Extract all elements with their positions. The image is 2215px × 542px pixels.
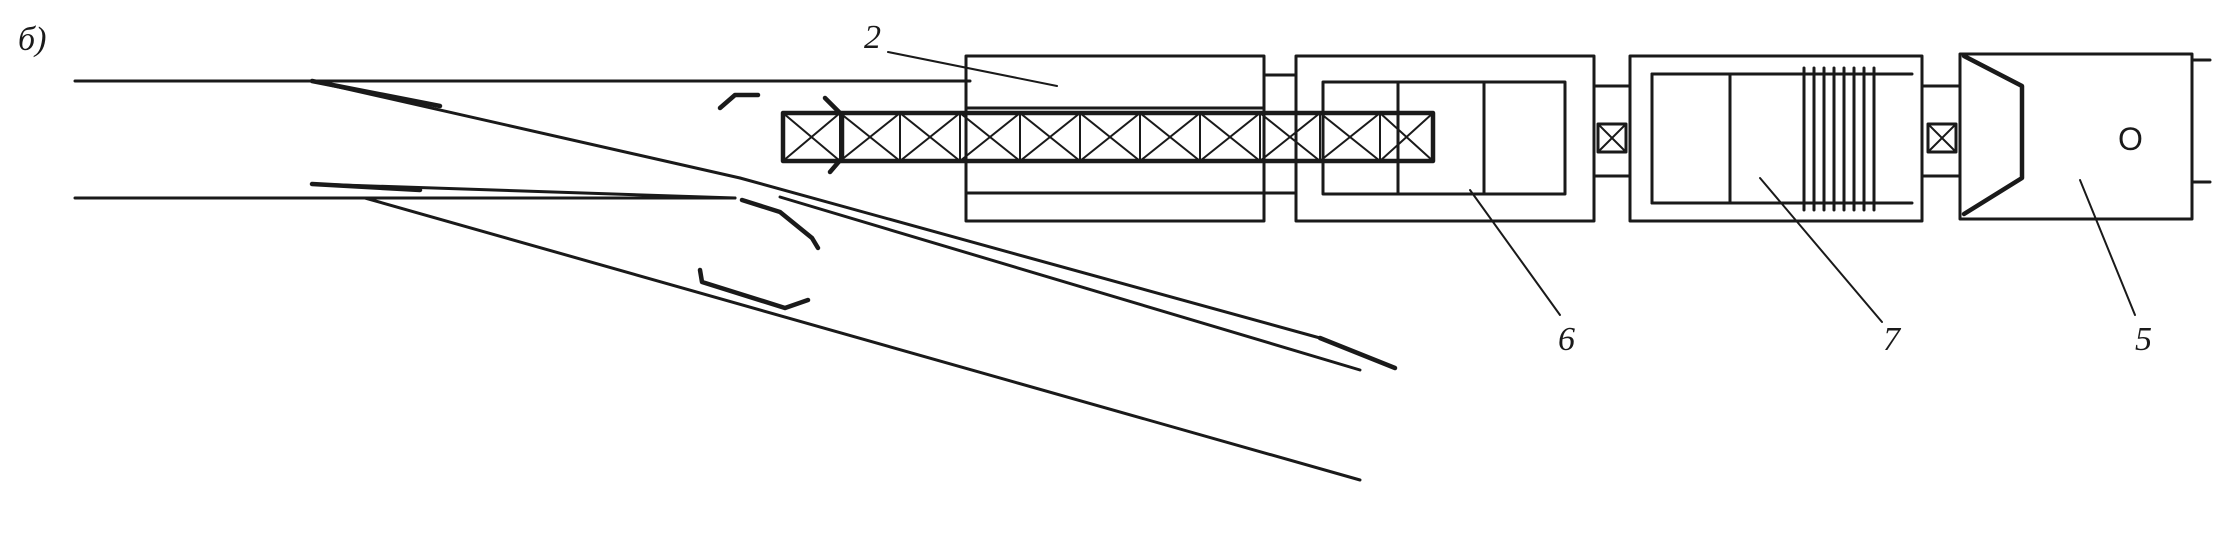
unit-2-frame bbox=[964, 54, 1266, 223]
unit-5: O bbox=[1958, 52, 2212, 221]
callout-5: 5 bbox=[2135, 321, 2152, 358]
deflector-mid bbox=[739, 197, 821, 251]
callout-6: 6 bbox=[1558, 321, 1575, 358]
deflector-lower bbox=[697, 267, 811, 311]
conveyor-truss bbox=[780, 110, 1436, 164]
callout-7: 7 bbox=[1883, 321, 1902, 358]
roadway-lower bbox=[73, 181, 1362, 482]
deflector-left bbox=[717, 92, 845, 175]
roadway-upper bbox=[73, 78, 1398, 371]
panel-label: б) bbox=[18, 21, 46, 58]
coupling-6-7 bbox=[1592, 84, 1632, 178]
callout-2: 2 bbox=[864, 19, 881, 56]
coupling-7-5 bbox=[1920, 84, 1962, 178]
unit-6 bbox=[1294, 54, 1596, 223]
leader-lines bbox=[887, 51, 2136, 323]
unit-5-symbol: O bbox=[2118, 121, 2143, 157]
